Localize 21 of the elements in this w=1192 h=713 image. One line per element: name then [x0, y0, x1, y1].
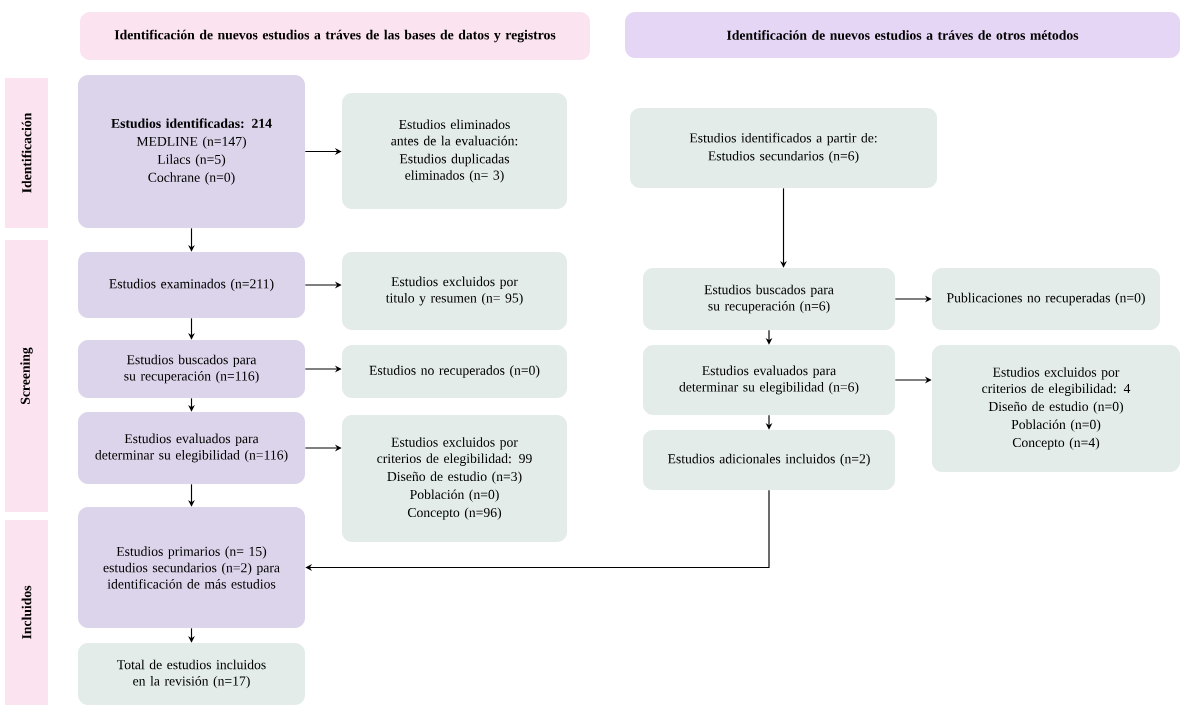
exclusion-box: Estudios excluidos por criterios de elegibilidad: 99 Diseño de estudio (n=3) Población (n=0) Concepto (n=96) [342, 415, 567, 542]
process-box: Estudios adicionales incluidos (n=2) [643, 430, 895, 490]
process-box: Estudios identificadas: 214 MEDLINE (n=147) Lilacs (n=5) Cochrane (n=0) [78, 75, 305, 228]
exclusion-box: Estudios excluidos por criterios de elegibilidad: 4 Diseño de estudio (n=0) Población (n=0) Concepto (n=4) [932, 345, 1180, 472]
process-box: Estudios examinados (n=211) [78, 252, 305, 318]
header-box: Identificación de nuevos estudios a tráves de las bases de datos y registros [80, 12, 590, 60]
exclusion-box: Estudios no recuperados (n=0) [342, 345, 567, 398]
exclusion-box: Publicaciones no recuperadas (n=0) [932, 268, 1160, 330]
phase-label: Screening [5, 240, 48, 512]
header-box: Identificación de nuevos estudios a tráves de otros métodos [625, 12, 1180, 58]
phase-label: Incluidos [5, 520, 48, 705]
exclusion-box: Estudios excluidos por titulo y resumen (n= 95) [342, 252, 567, 330]
process-box: Estudios identificados a partir de: Estudios secundarios (n=6) [630, 108, 937, 188]
process-box: Estudios primarios (n= 15) estudios secundarios (n=2) para identificación de más estudios [78, 507, 305, 628]
process-box: Estudios buscados para su recuperación (n=6) [643, 268, 895, 330]
phase-label: Identificación [5, 78, 48, 228]
process-box: Estudios buscados para su recuperación (n=116) [78, 340, 305, 398]
process-box: Estudios evaluados para determinar su elegibilidad (n=6) [643, 345, 895, 415]
exclusion-box: Estudios eliminados antes de la evaluación: Estudios duplicadas eliminados (n= 3) [342, 93, 567, 209]
result-box: Total de estudios incluidos en la revisión (n=17) [78, 643, 305, 705]
process-box: Estudios evaluados para determinar su elegibilidad (n=116) [78, 412, 305, 484]
